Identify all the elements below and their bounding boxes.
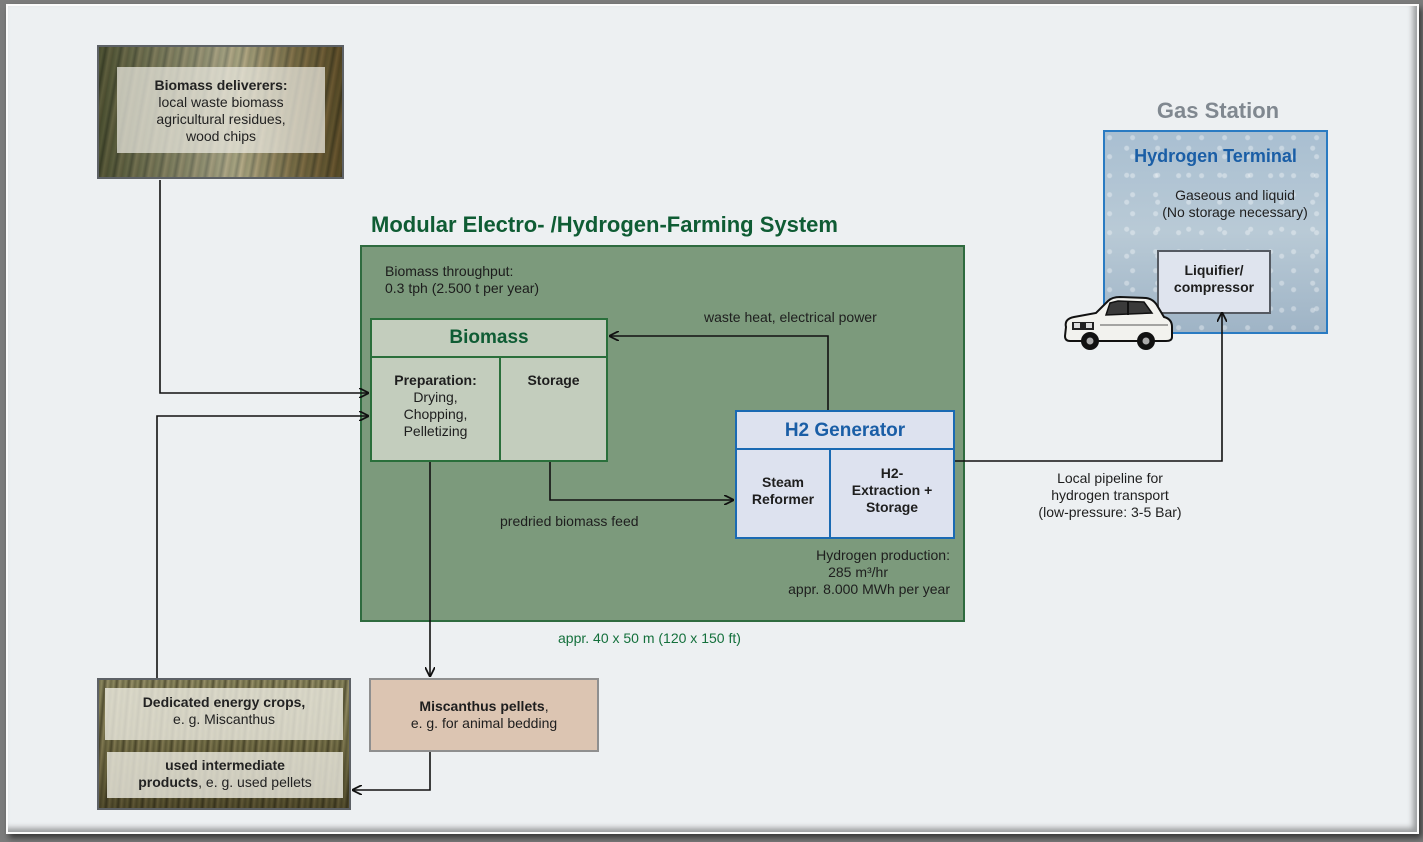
pellets-title-line: Miscanthus pellets,: [371, 698, 597, 715]
used-products-label: used intermediate products, e. g. used p…: [107, 752, 343, 798]
extraction-cell: H2- Extraction + Storage: [831, 465, 953, 516]
liquifier-box: Liquifier/ compressor: [1157, 250, 1271, 314]
throughput-line: 0.3 tph (2.500 t per year): [385, 280, 540, 296]
extraction-line: H2-: [880, 465, 904, 481]
pipeline-label: Local pipeline for hydrogen transport (l…: [1000, 470, 1220, 521]
waste-heat-label: waste heat, electrical power: [704, 309, 877, 325]
used-products-line: products, e. g. used pellets: [107, 774, 343, 791]
arrow-pellets-to-crops: [353, 752, 431, 790]
arrow-storage-to-h2: [549, 462, 733, 500]
extraction-line: Extraction +: [851, 482, 933, 498]
production-line: Hydrogen production:: [816, 547, 950, 563]
preparation-title: Preparation:: [394, 372, 477, 388]
hydrogen-production-text: Hydrogen production: 285 m³/hr appr. 8.0…: [700, 547, 950, 598]
steam-reformer-cell: Steam Reformer: [737, 474, 829, 508]
terminal-desc-line: Gaseous and liquid: [1175, 187, 1295, 203]
biomass-deliverers-line: wood chips: [185, 128, 257, 144]
storage-label: Storage: [527, 372, 580, 388]
used-products-rest: , e. g. used pellets: [198, 774, 312, 790]
pipeline-line: hydrogen transport: [1051, 487, 1169, 503]
preparation-line: Pelletizing: [403, 423, 468, 439]
extraction-line: Storage: [865, 499, 919, 515]
h2-divider-v: [829, 449, 831, 537]
steam-reformer-line: Steam: [761, 474, 805, 490]
biomass-header: Biomass: [449, 327, 529, 348]
arrow-crops-to-biomass: [156, 416, 368, 678]
h2-generator-header: H2 Generator: [784, 420, 906, 441]
preparation-line: Drying,: [413, 389, 458, 405]
biomass-deliverers-line: local waste biomass: [158, 94, 284, 110]
biomass-deliverers-box: Biomass deliverers: local waste biomass …: [97, 45, 344, 179]
biomass-divider-v: [499, 357, 501, 460]
energy-crops-box: Dedicated energy crops, e. g. Miscanthus…: [97, 678, 351, 810]
liquifier-line: Liquifier/: [1184, 262, 1244, 278]
throughput-line: Biomass throughput:: [385, 263, 514, 279]
energy-crops-title: Dedicated energy crops,: [142, 694, 306, 710]
car-icon: [1063, 295, 1173, 350]
pipeline-line: (low-pressure: 3-5 Bar): [1038, 504, 1182, 520]
pellets-title-suffix: ,: [544, 698, 549, 714]
predried-feed-label: predried biomass feed: [500, 513, 639, 529]
arrow-waste-heat: [610, 336, 829, 410]
pipeline-line: Local pipeline for: [1057, 470, 1163, 486]
hydrogen-terminal-title: Hydrogen Terminal: [1134, 146, 1297, 166]
preparation-cell: Preparation: Drying, Chopping, Pelletizi…: [372, 372, 499, 440]
footprint-label: appr. 40 x 50 m (120 x 150 ft): [558, 630, 741, 646]
energy-crops-label: Dedicated energy crops, e. g. Miscanthus: [105, 688, 343, 740]
production-line: 285 m³/hr: [828, 564, 888, 580]
production-line: appr. 8.000 MWh per year: [788, 581, 950, 597]
liquifier-line: compressor: [1173, 279, 1255, 295]
terminal-desc-line: (No storage necessary): [1162, 204, 1308, 220]
energy-crops-example: e. g. Miscanthus: [173, 711, 275, 727]
steam-reformer-line: Reformer: [751, 491, 815, 507]
miscanthus-pellets-box: Miscanthus pellets, e. g. for animal bed…: [369, 678, 599, 752]
h2-divider-h: [737, 448, 953, 450]
used-products-title: used intermediate: [165, 757, 285, 773]
arrow-deliverers-to-biomass: [159, 180, 368, 393]
biomass-deliverers-label: Biomass deliverers: local waste biomass …: [117, 67, 325, 153]
arrow-pipeline-to-terminal: [955, 313, 1222, 462]
gas-station-title: Gas Station: [1156, 98, 1280, 123]
biomass-deliverers-line: agricultural residues,: [156, 111, 286, 127]
biomass-box: Biomass Preparation: Drying, Chopping, P…: [370, 318, 608, 462]
throughput-text: Biomass throughput: 0.3 tph (2.500 t per…: [385, 263, 625, 297]
terminal-description: Gaseous and liquid (No storage necessary…: [1145, 187, 1325, 221]
used-products-word: products: [138, 774, 199, 790]
pellets-title: Miscanthus pellets: [419, 698, 545, 714]
biomass-divider-h: [372, 356, 606, 358]
biomass-deliverers-title: Biomass deliverers:: [154, 77, 288, 93]
pellets-line2: e. g. for animal bedding: [410, 715, 558, 731]
system-title: Modular Electro- /Hydrogen-Farming Syste…: [371, 212, 838, 237]
preparation-line: Chopping,: [403, 406, 468, 422]
h2-generator-box: H2 Generator Steam Reformer H2- Extracti…: [735, 410, 955, 539]
